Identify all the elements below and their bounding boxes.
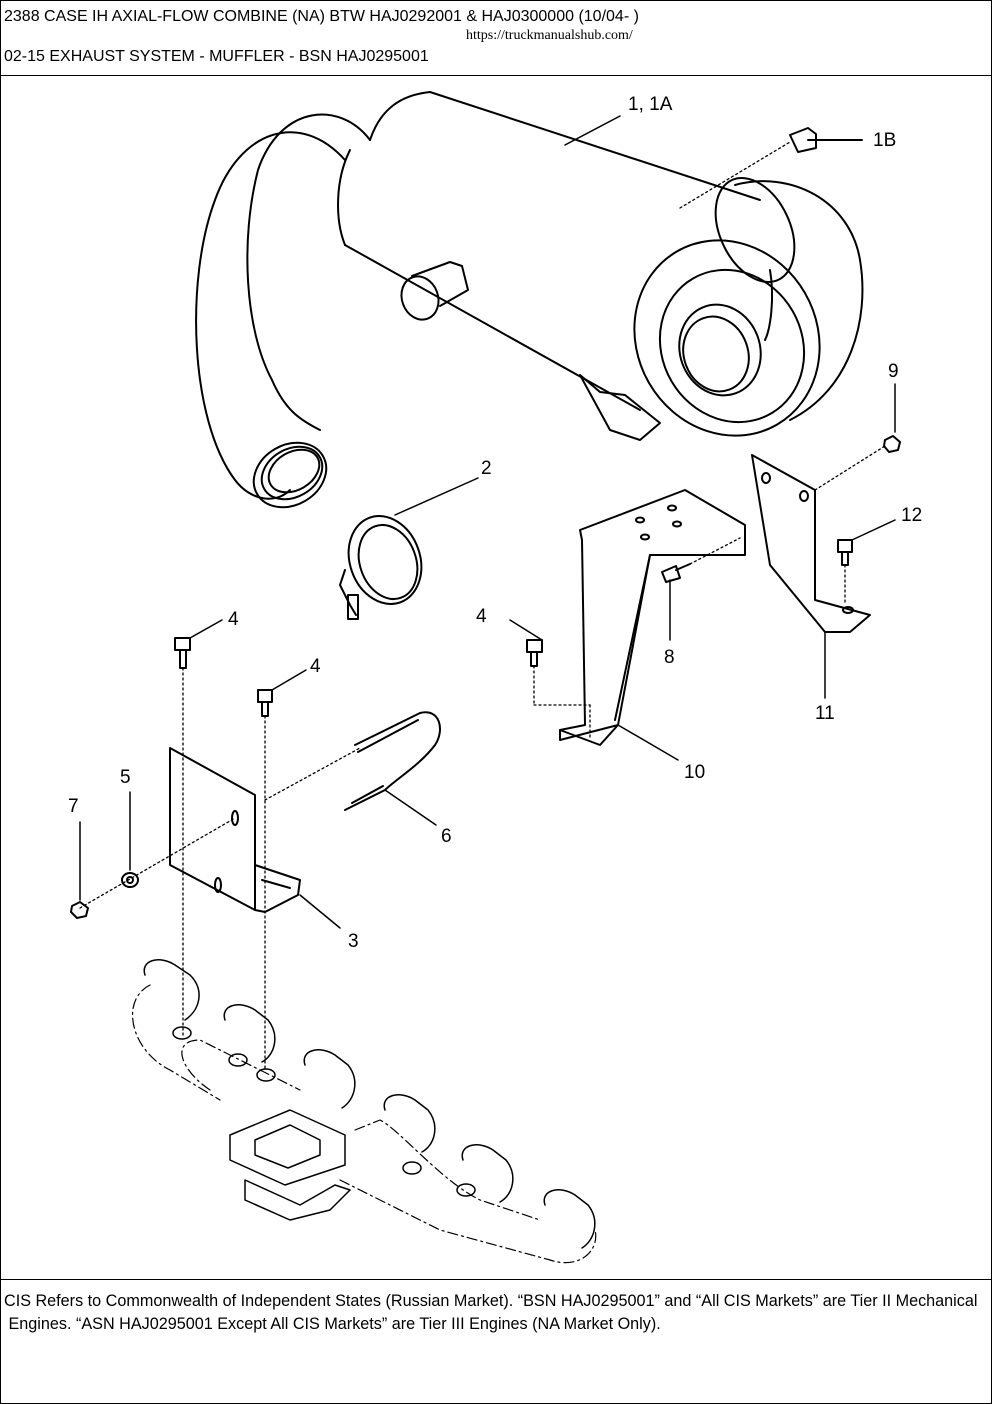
callout-1b: 1B — [873, 130, 896, 151]
footnote-line-2: Engines. “ASN HAJ0295001 Except All CIS … — [4, 1315, 661, 1333]
callout-4-right: 4 — [476, 606, 487, 627]
leader-lines — [79, 115, 896, 929]
manifold-phantom-outline — [132, 984, 597, 1264]
bracket-10-drawing — [559, 489, 746, 746]
assembly-lines — [79, 141, 886, 1071]
callout-8: 8 — [664, 647, 675, 668]
callout-7: 7 — [68, 796, 79, 817]
footer-divider — [0, 1279, 992, 1280]
muffler-drawing — [195, 91, 864, 509]
callout-4-middle: 4 — [310, 656, 321, 677]
callout-11: 11 — [815, 703, 835, 724]
callout-6: 6 — [441, 826, 452, 847]
exploded-parts-diagram: 1, 1A 1B 2 4 4 4 5 7 6 3 8 9 12 10 11 — [68, 91, 922, 1264]
u-bolt-drawing — [344, 711, 441, 811]
hardware-drawing — [70, 435, 901, 919]
bracket-11-drawing — [751, 454, 871, 633]
callout-1-1a: 1, 1A — [628, 94, 673, 115]
page-title: 2388 CASE IH AXIAL-FLOW COMBINE (NA) BTW… — [4, 8, 639, 25]
callout-3: 3 — [348, 931, 359, 952]
callout-2: 2 — [481, 458, 492, 479]
section-title: 02-15 EXHAUST SYSTEM - MUFFLER - BSN HAJ… — [4, 48, 429, 65]
header-divider — [0, 75, 992, 76]
manifold-drawing — [143, 959, 596, 1249]
footnote-line-1: CIS Refers to Commonwealth of Independen… — [4, 1292, 978, 1310]
footnote: CIS Refers to Commonwealth of Independen… — [4, 1290, 992, 1336]
bracket-3-drawing — [169, 747, 301, 913]
callout-10: 10 — [684, 762, 705, 783]
callout-12: 12 — [901, 505, 922, 526]
callout-4-left: 4 — [228, 609, 239, 630]
callout-9: 9 — [888, 361, 899, 382]
source-link[interactable]: https://truckmanualshub.com/ — [466, 28, 633, 43]
clamp-drawing — [339, 515, 423, 620]
callout-5: 5 — [120, 767, 131, 788]
